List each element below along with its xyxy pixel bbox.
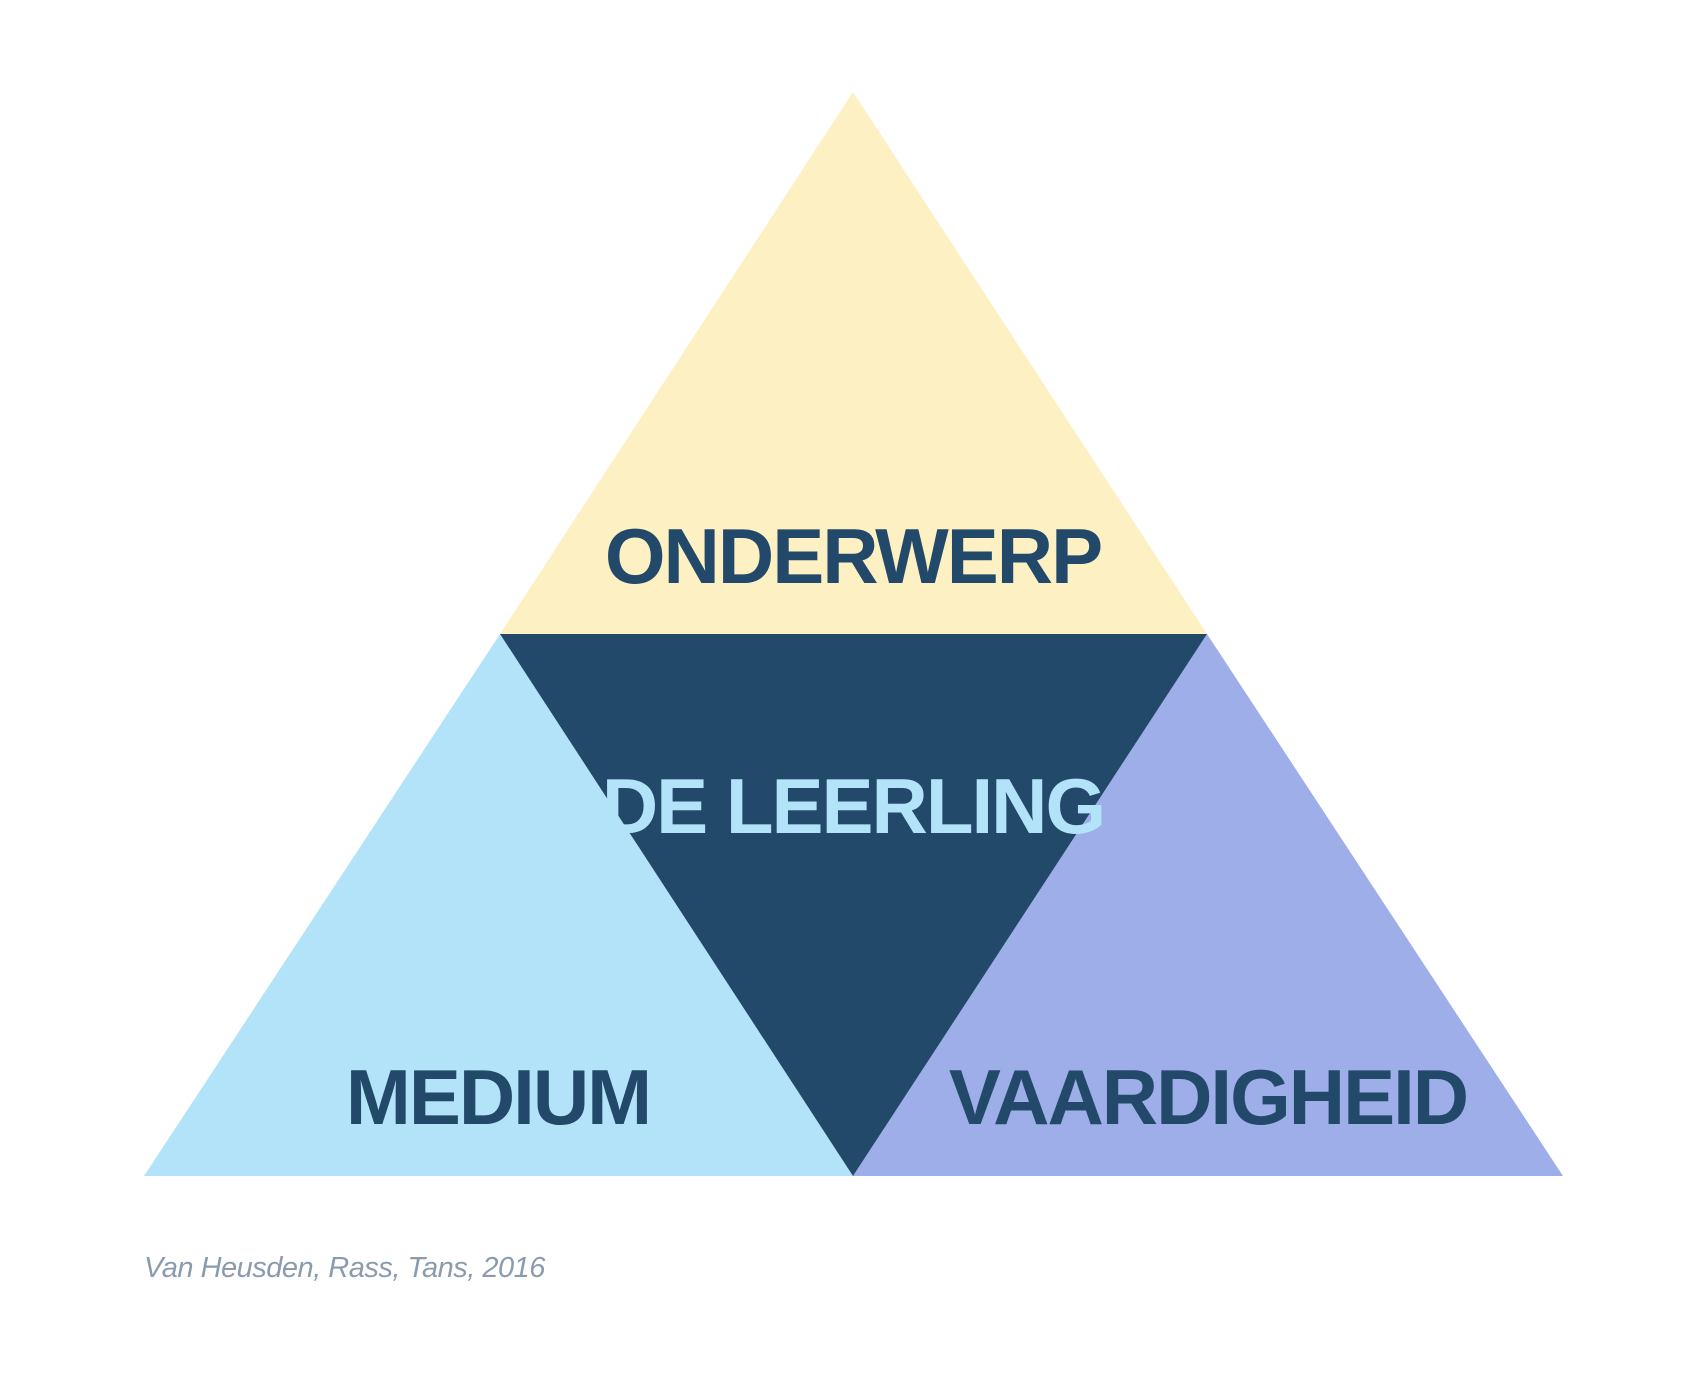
center-label: DE LEERLING <box>602 762 1104 850</box>
left-triangle <box>144 634 853 1176</box>
top-triangle <box>500 92 1207 634</box>
top-label: ONDERWERP <box>605 512 1101 600</box>
right-label: VAARDIGHEID <box>949 1053 1467 1141</box>
source-caption: Van Heusden, Rass, Tans, 2016 <box>144 1252 545 1284</box>
left-label: MEDIUM <box>346 1053 650 1141</box>
center-triangle <box>500 634 1207 1176</box>
right-triangle <box>853 634 1563 1176</box>
